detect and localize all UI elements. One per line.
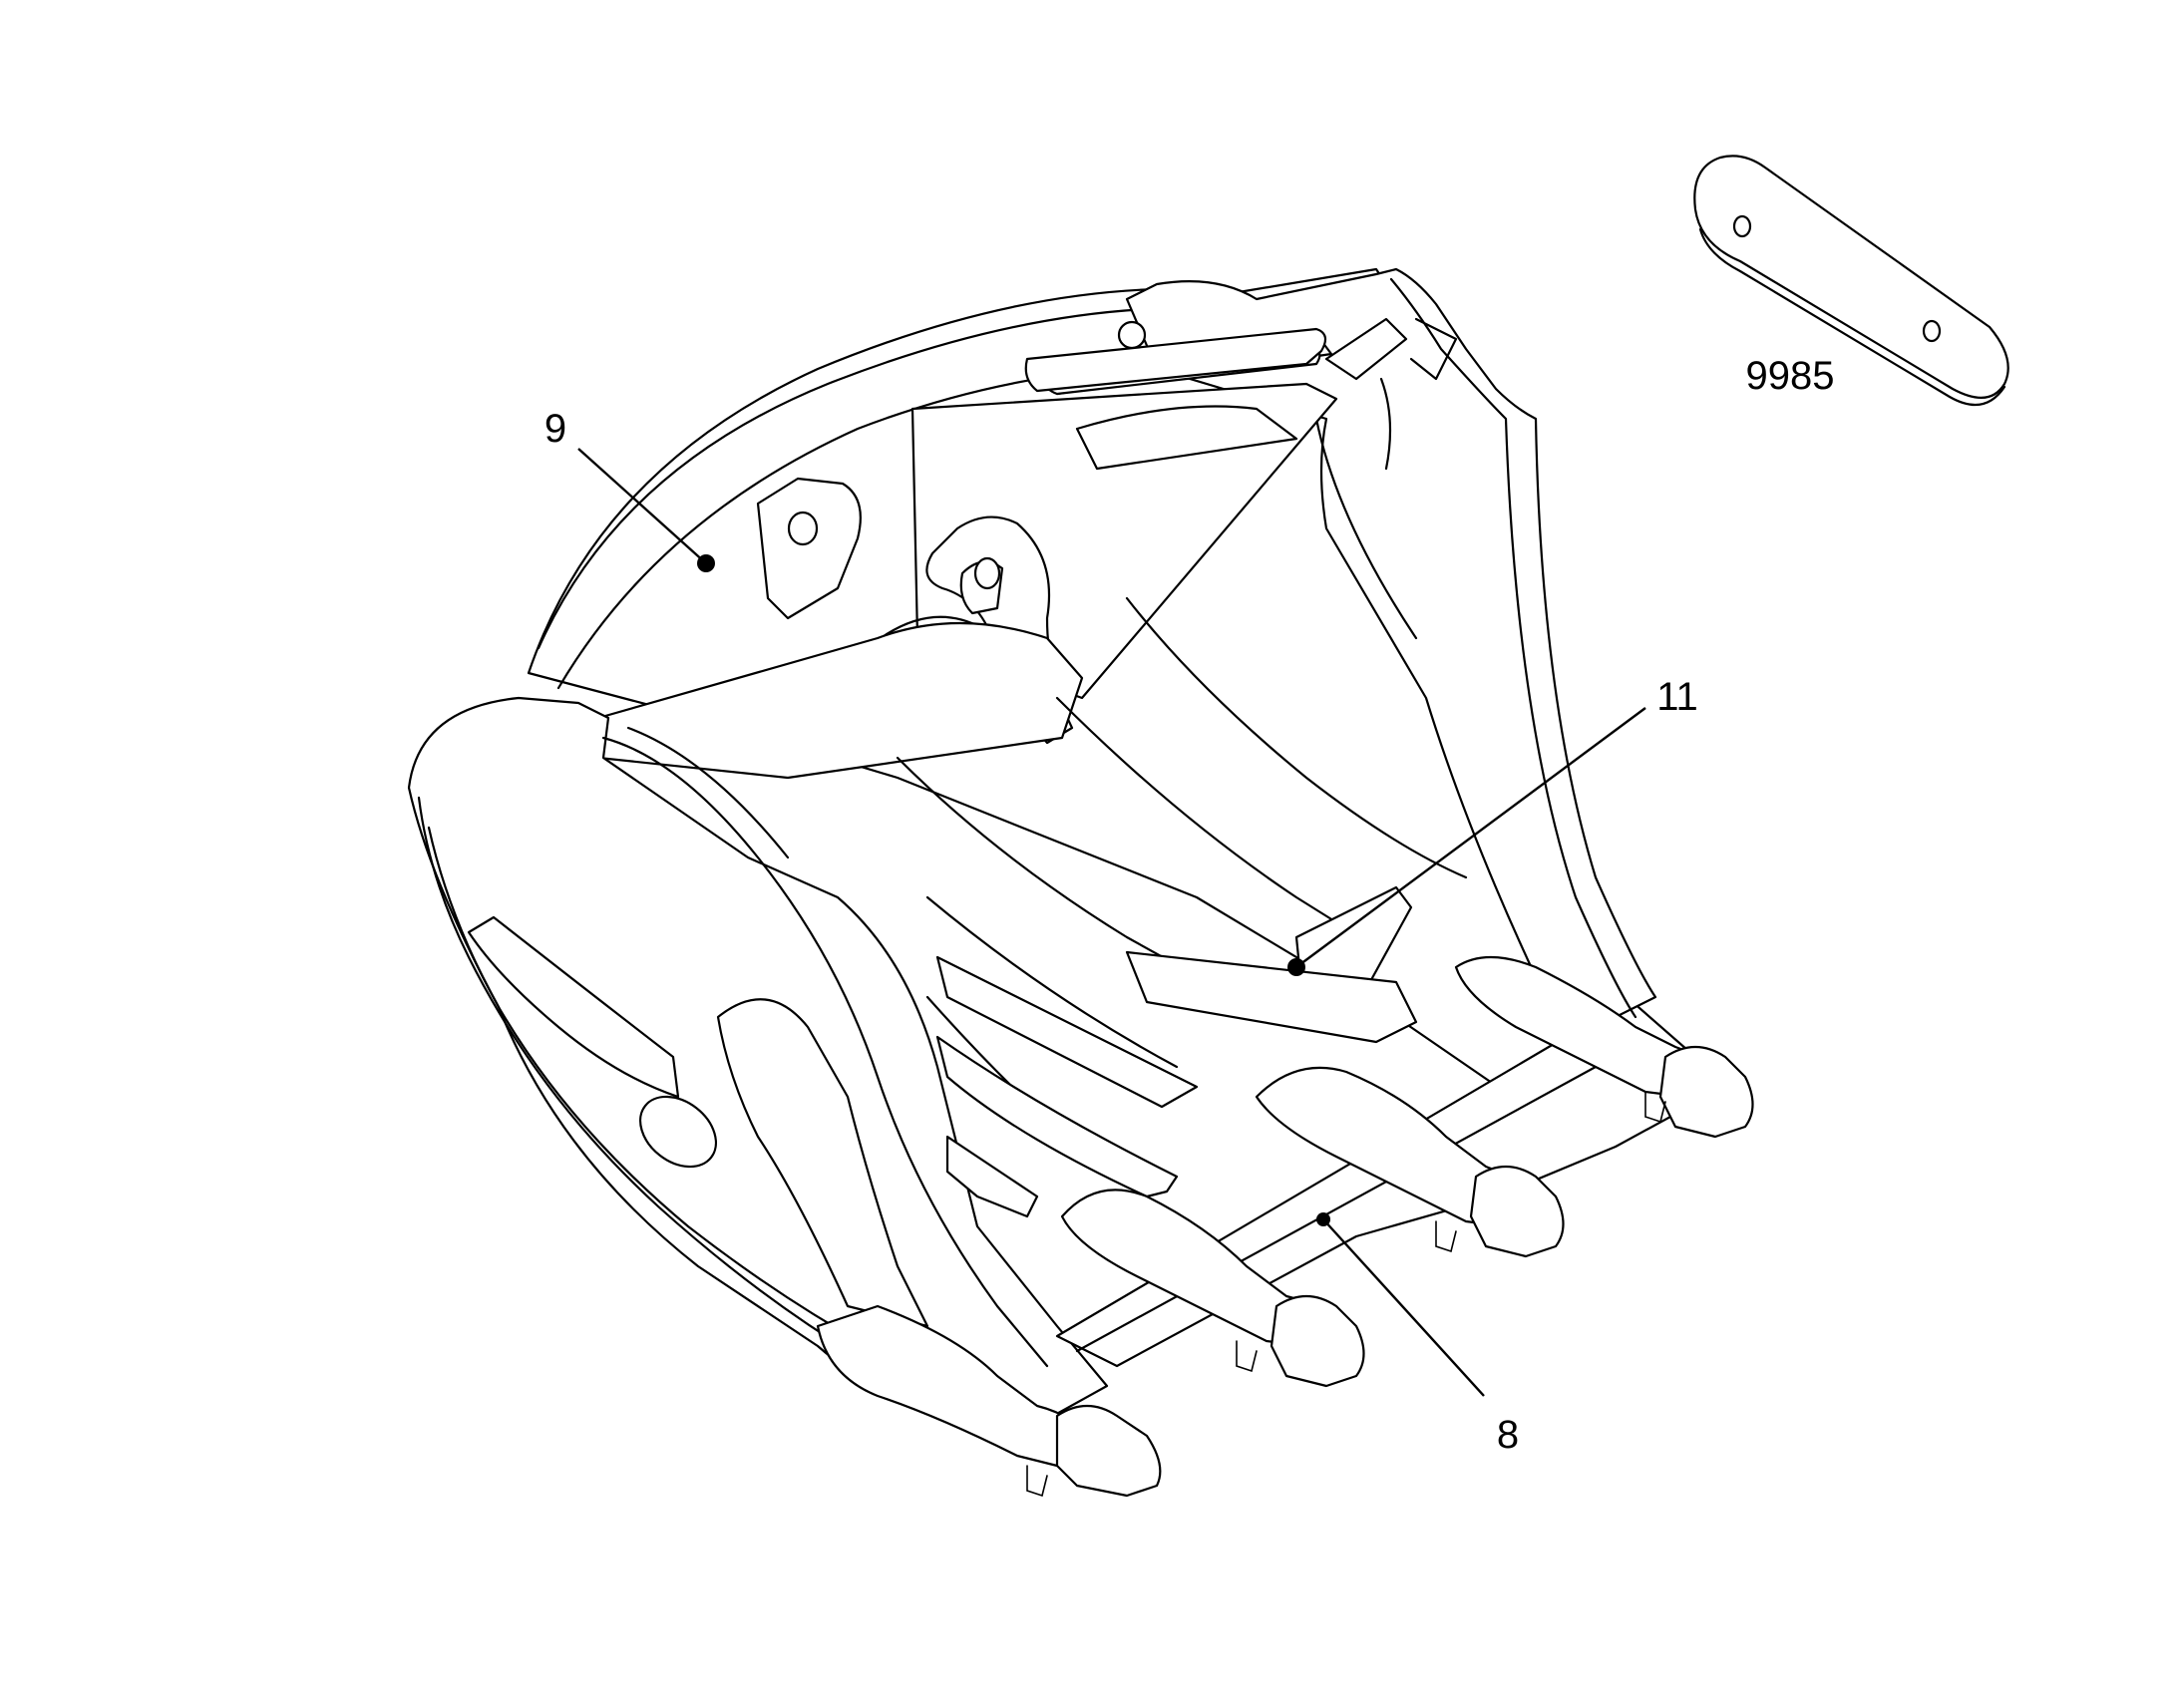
callout-11-label: 11	[1656, 675, 1698, 719]
top-cross-plate	[596, 621, 1084, 780]
tooth-adapter-3[interactable]	[1255, 1066, 1565, 1258]
callout-9985: 9985	[1746, 354, 1835, 398]
link-lug-left	[756, 477, 862, 620]
callout-11-dot	[1287, 958, 1305, 976]
tooth-adapter-1[interactable]	[816, 1304, 1162, 1498]
callout-9985-label: 9985	[1746, 354, 1835, 398]
tooth-adapter-4[interactable]	[1454, 955, 1754, 1139]
right-side-plate	[1125, 267, 1657, 1039]
callout-11: 11	[1287, 675, 1698, 976]
callout-8-label: 8	[1497, 1413, 1519, 1457]
wear-strip-2	[935, 955, 1199, 1109]
bowl-curve-2	[925, 895, 1179, 1069]
callout-9-dot	[697, 554, 715, 572]
tooth-adapter-2[interactable]	[1060, 1189, 1365, 1388]
callout-8: 8	[1316, 1212, 1519, 1457]
excavator-bucket-drawing[interactable]	[407, 267, 1754, 1498]
callout-9: 9	[545, 407, 715, 572]
wear-strip-3	[935, 1035, 1179, 1198]
wear-strip-1	[1125, 950, 1418, 1044]
callout-8-dot	[1316, 1212, 1330, 1226]
bowl-curve-1	[896, 756, 1219, 989]
callout-9-label: 9	[545, 407, 566, 451]
left-side-hole	[638, 1095, 718, 1169]
left-side-wear-pad	[467, 915, 680, 1099]
wear-strip-4	[945, 1135, 1039, 1218]
shim-plate-drawing[interactable]	[1693, 155, 2009, 407]
